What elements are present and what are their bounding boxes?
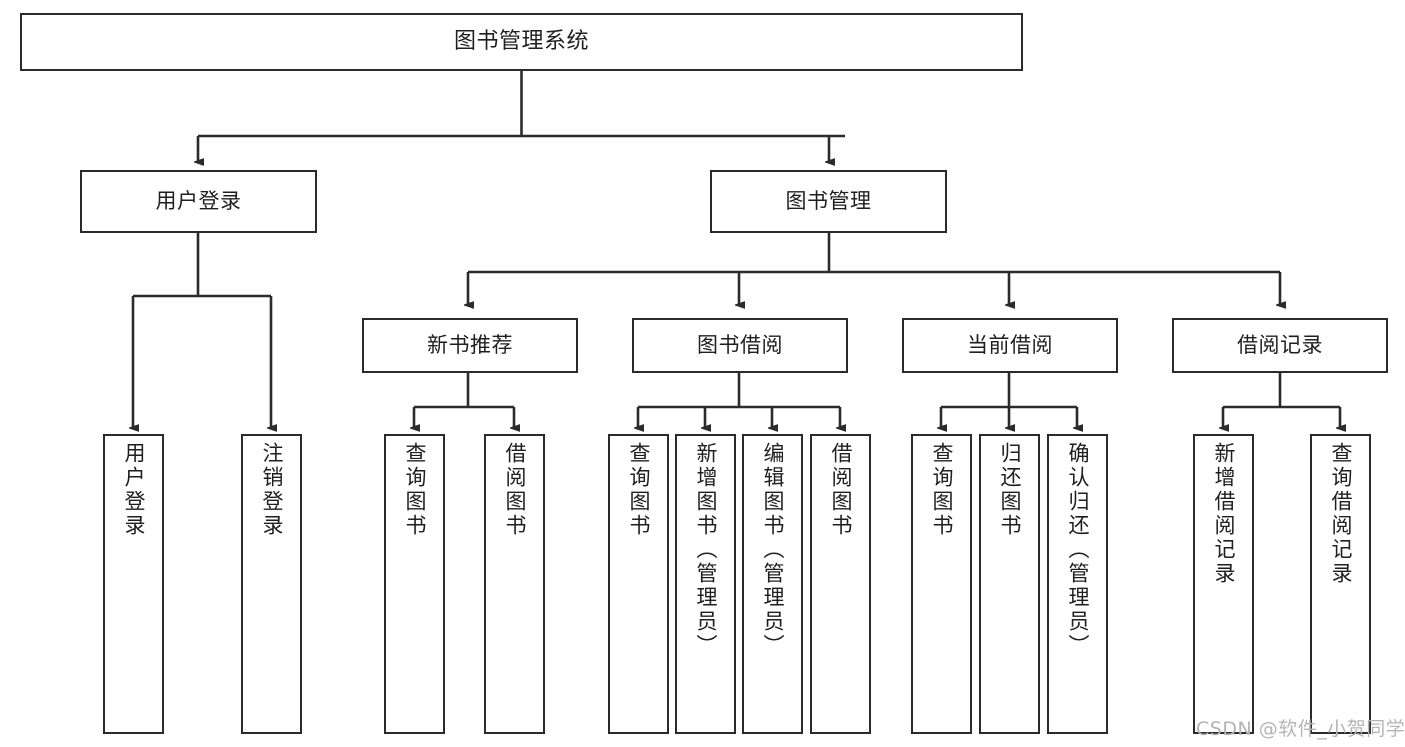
node-current-borrowing[interactable]: 当前借阅 xyxy=(902,318,1118,373)
node-book-management[interactable]: 图书管理 xyxy=(710,170,947,233)
leaf-add-borrow-record[interactable]: 新增借阅记录 xyxy=(1193,434,1254,734)
node-label: 归还图书 xyxy=(998,442,1022,538)
node-user-login[interactable]: 用户登录 xyxy=(80,170,317,233)
node-label: 用户登录 xyxy=(155,189,242,214)
node-label: 借阅图书 xyxy=(503,442,527,538)
leaf-query-book-borrow[interactable]: 查询图书 xyxy=(608,434,669,734)
node-label: 查询图书 xyxy=(930,442,954,538)
watermark: CSDN @软件_小贺同学 xyxy=(1196,718,1405,740)
node-label: 借阅图书 xyxy=(829,442,853,538)
node-label: 编辑图书（管理员） xyxy=(761,442,785,658)
leaf-logout[interactable]: 注销登录 xyxy=(241,434,302,734)
node-label: 当前借阅 xyxy=(967,333,1053,358)
node-new-book-recommendation[interactable]: 新书推荐 xyxy=(362,318,578,373)
node-book-borrowing[interactable]: 图书借阅 xyxy=(632,318,848,373)
node-label: 借阅记录 xyxy=(1237,333,1323,358)
leaf-query-book-recommend[interactable]: 查询图书 xyxy=(384,434,445,734)
leaf-return-book[interactable]: 归还图书 xyxy=(979,434,1040,734)
node-label: 注销登录 xyxy=(260,442,284,538)
node-label: 图书管理系统 xyxy=(453,29,589,55)
node-root-book-management-system[interactable]: 图书管理系统 xyxy=(20,13,1023,71)
node-label: 查询借阅记录 xyxy=(1329,442,1353,586)
leaf-edit-book-admin[interactable]: 编辑图书（管理员） xyxy=(742,434,803,734)
node-label: 新增图书（管理员） xyxy=(694,442,718,658)
leaf-borrow-book[interactable]: 借阅图书 xyxy=(810,434,871,734)
leaf-borrow-book-recommend[interactable]: 借阅图书 xyxy=(484,434,545,734)
node-label: 新书推荐 xyxy=(427,333,513,358)
node-label: 图书管理 xyxy=(785,189,872,214)
leaf-query-borrow-record[interactable]: 查询借阅记录 xyxy=(1310,434,1371,734)
node-label: 用户登录 xyxy=(122,442,146,538)
node-label: 查询图书 xyxy=(403,442,427,538)
leaf-confirm-return-admin[interactable]: 确认归还（管理员） xyxy=(1047,434,1108,734)
node-label: 查询图书 xyxy=(627,442,651,538)
leaf-query-book-current[interactable]: 查询图书 xyxy=(911,434,972,734)
node-label: 新增借阅记录 xyxy=(1212,442,1236,586)
node-label: 确认归还（管理员） xyxy=(1066,442,1090,658)
leaf-user-login[interactable]: 用户登录 xyxy=(103,434,164,734)
node-label: 图书借阅 xyxy=(697,333,783,358)
leaf-add-book-admin[interactable]: 新增图书（管理员） xyxy=(675,434,736,734)
node-borrowing-record[interactable]: 借阅记录 xyxy=(1172,318,1388,373)
